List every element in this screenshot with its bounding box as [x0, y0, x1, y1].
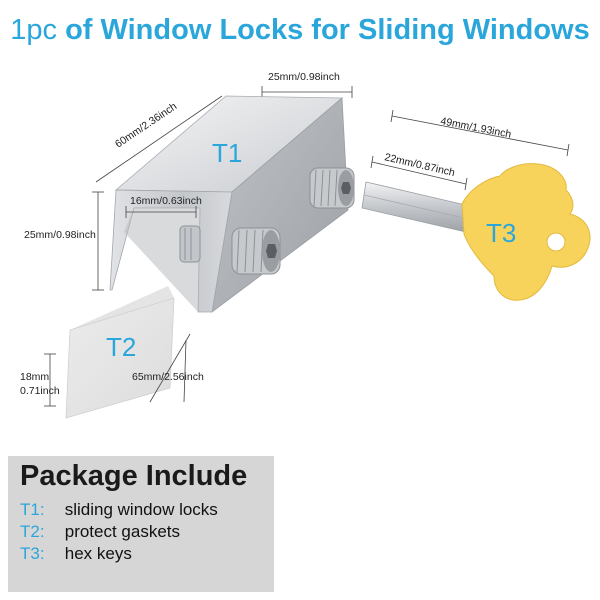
- package-item: T2: protect gaskets: [20, 522, 180, 542]
- dim-t1-height: 25mm/0.98inch: [24, 191, 104, 291]
- dim-gasket-width-mm: 18mm: [20, 371, 49, 383]
- dim-key-shaft-label: 22mm/0.87inch: [383, 151, 456, 179]
- dim-t1-height-label: 25mm/0.98inch: [24, 229, 96, 241]
- set-screw-inner: [179, 225, 201, 263]
- t2-label: T2: [106, 332, 136, 362]
- dim-t1-length-label: 60mm/2.36inch: [113, 100, 179, 150]
- package-item: T1: sliding window locks: [20, 500, 218, 520]
- title-main: of Window Locks for Sliding Windows: [65, 14, 590, 46]
- title-prefix: 1pc: [10, 14, 58, 46]
- dim-gasket-width-in: 0.71inch: [20, 385, 60, 397]
- package-title: Package Include: [20, 460, 248, 492]
- dim-gasket-length-label: 65mm/2.56inch: [132, 371, 204, 383]
- package-item-text: protect gaskets: [64, 522, 181, 541]
- t1-label: T1: [212, 138, 242, 168]
- package-item-text: hex keys: [64, 544, 132, 563]
- package-item-code: T3:: [20, 544, 45, 563]
- set-screw-lower: [231, 227, 281, 275]
- dim-key-length-label: 49mm/1.93inch: [439, 115, 512, 141]
- set-screw-upper: [309, 167, 355, 209]
- t3-label: T3: [486, 218, 516, 248]
- dim-key-length: 49mm/1.93inch: [390, 109, 570, 157]
- t1-window-lock: 16mm/0.63inch: [109, 95, 355, 313]
- dim-key-shaft: 22mm/0.87inch: [370, 151, 468, 191]
- t2-gasket: T2 65mm/2.56inch 18mm 0.71inch: [20, 286, 204, 419]
- package-include-panel: Package Include T1: sliding window locks…: [8, 456, 274, 592]
- package-item-code: T2:: [20, 522, 45, 541]
- dim-t1-depth: 25mm/0.98inch: [261, 71, 353, 98]
- dim-t1-gap-label: 16mm/0.63inch: [130, 195, 202, 207]
- package-item-text: sliding window locks: [64, 500, 218, 519]
- t3-hex-key: T3: [361, 163, 591, 301]
- page-title: 1pc of Window Locks for Sliding Windows: [0, 14, 600, 47]
- package-item-code: T1:: [20, 500, 45, 519]
- dim-t1-depth-label: 25mm/0.98inch: [268, 71, 340, 83]
- package-item: T3: hex keys: [20, 544, 132, 564]
